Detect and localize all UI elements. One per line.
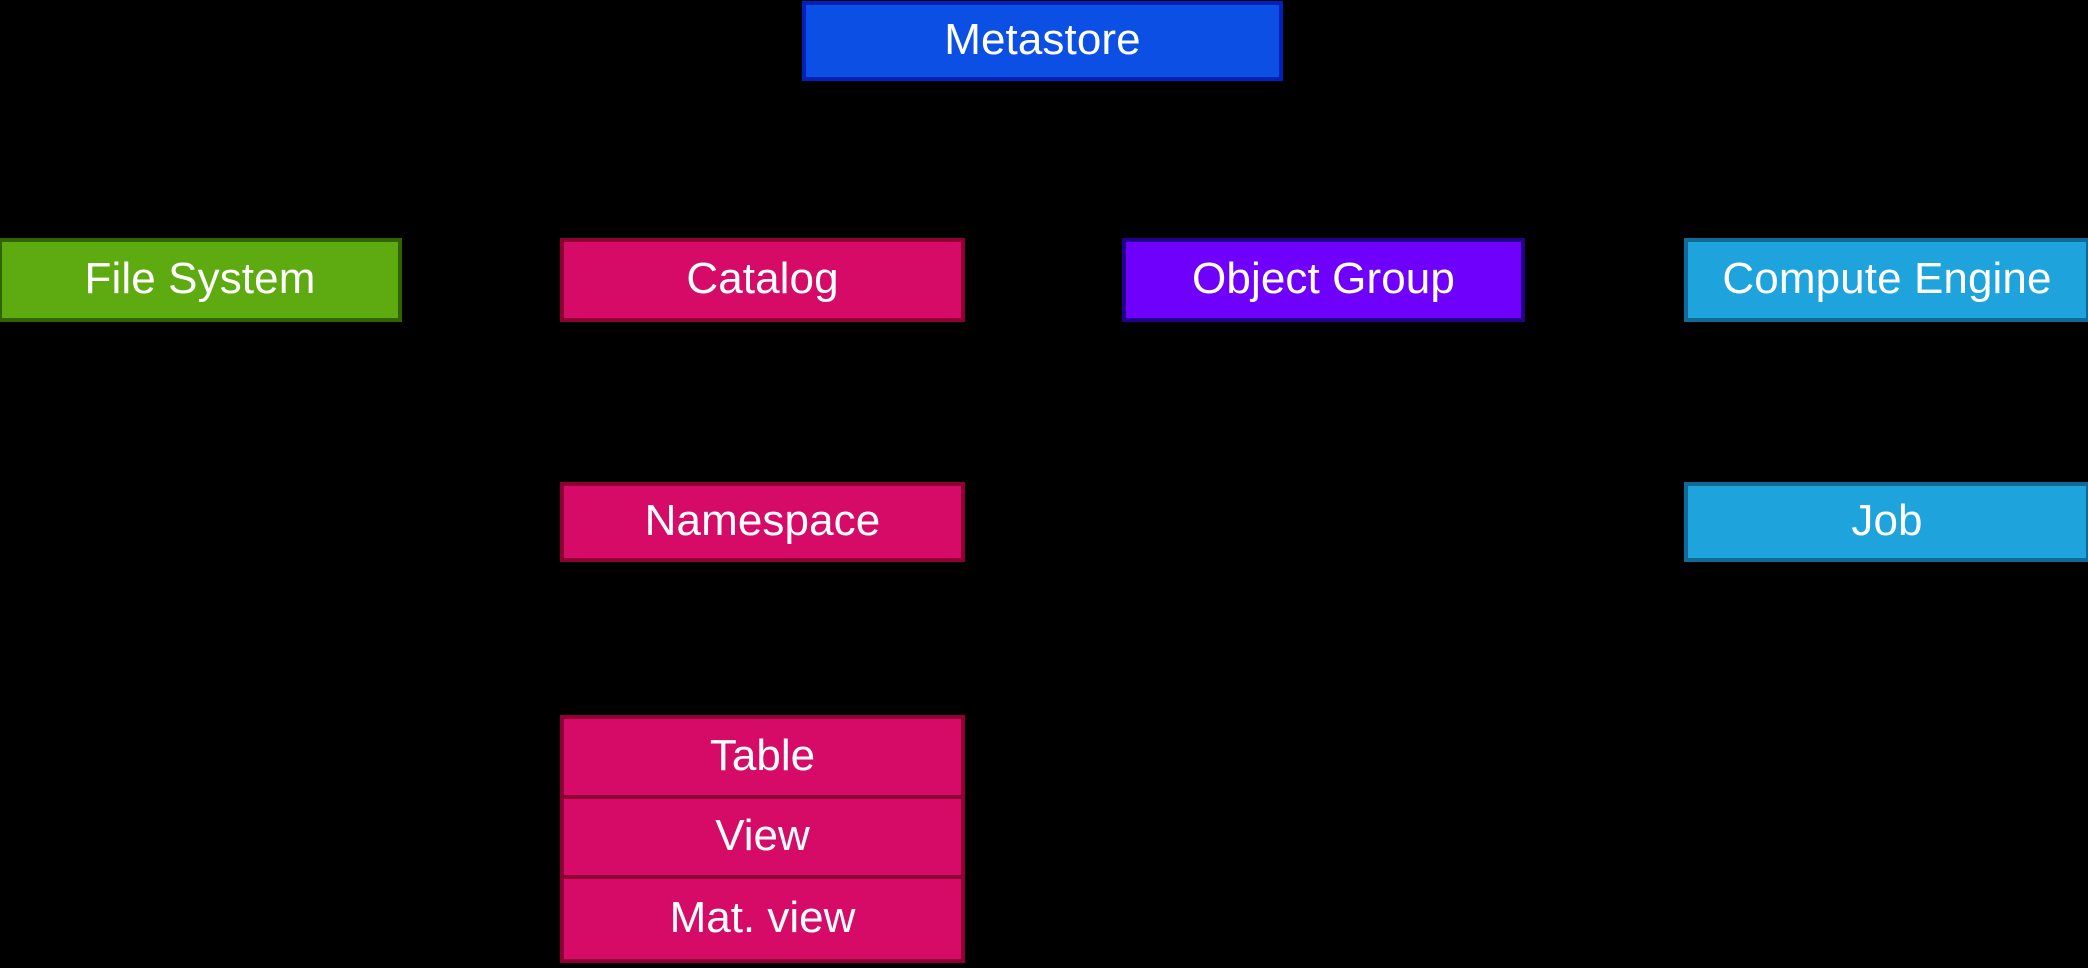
node-metastore-label: Metastore <box>944 15 1141 64</box>
stack-cell-mat-view-label: Mat. view <box>669 893 856 942</box>
node-compute-engine[interactable]: Compute Engine <box>1684 238 2088 322</box>
table-view-stack: Table View Mat. view <box>560 715 965 963</box>
node-metastore[interactable]: Metastore <box>802 1 1283 81</box>
node-catalog[interactable]: Catalog <box>560 238 965 322</box>
edge-metastore-to-file-system <box>199 81 1044 238</box>
node-object-group[interactable]: Object Group <box>1122 238 1525 322</box>
node-namespace[interactable]: Namespace <box>560 482 965 562</box>
stack-cell-mat-view[interactable]: Mat. view <box>564 879 961 959</box>
edge-metastore-to-catalog <box>760 81 1044 238</box>
node-job[interactable]: Job <box>1684 482 2088 562</box>
node-object-group-label: Object Group <box>1192 254 1455 303</box>
stack-cell-view-label: View <box>715 811 810 860</box>
edge-metastore-to-object-group <box>1040 81 1325 238</box>
node-file-system-label: File System <box>84 254 316 303</box>
stack-cell-table[interactable]: Table <box>564 719 961 799</box>
node-file-system[interactable]: File System <box>0 238 402 322</box>
node-compute-engine-label: Compute Engine <box>1722 254 2052 303</box>
stack-cell-table-label: Table <box>709 731 816 780</box>
stack-cell-view[interactable]: View <box>564 799 961 879</box>
node-job-label: Job <box>1851 496 1923 545</box>
edge-metastore-to-compute <box>1040 81 1886 238</box>
node-catalog-label: Catalog <box>686 254 839 303</box>
node-namespace-label: Namespace <box>644 496 881 545</box>
